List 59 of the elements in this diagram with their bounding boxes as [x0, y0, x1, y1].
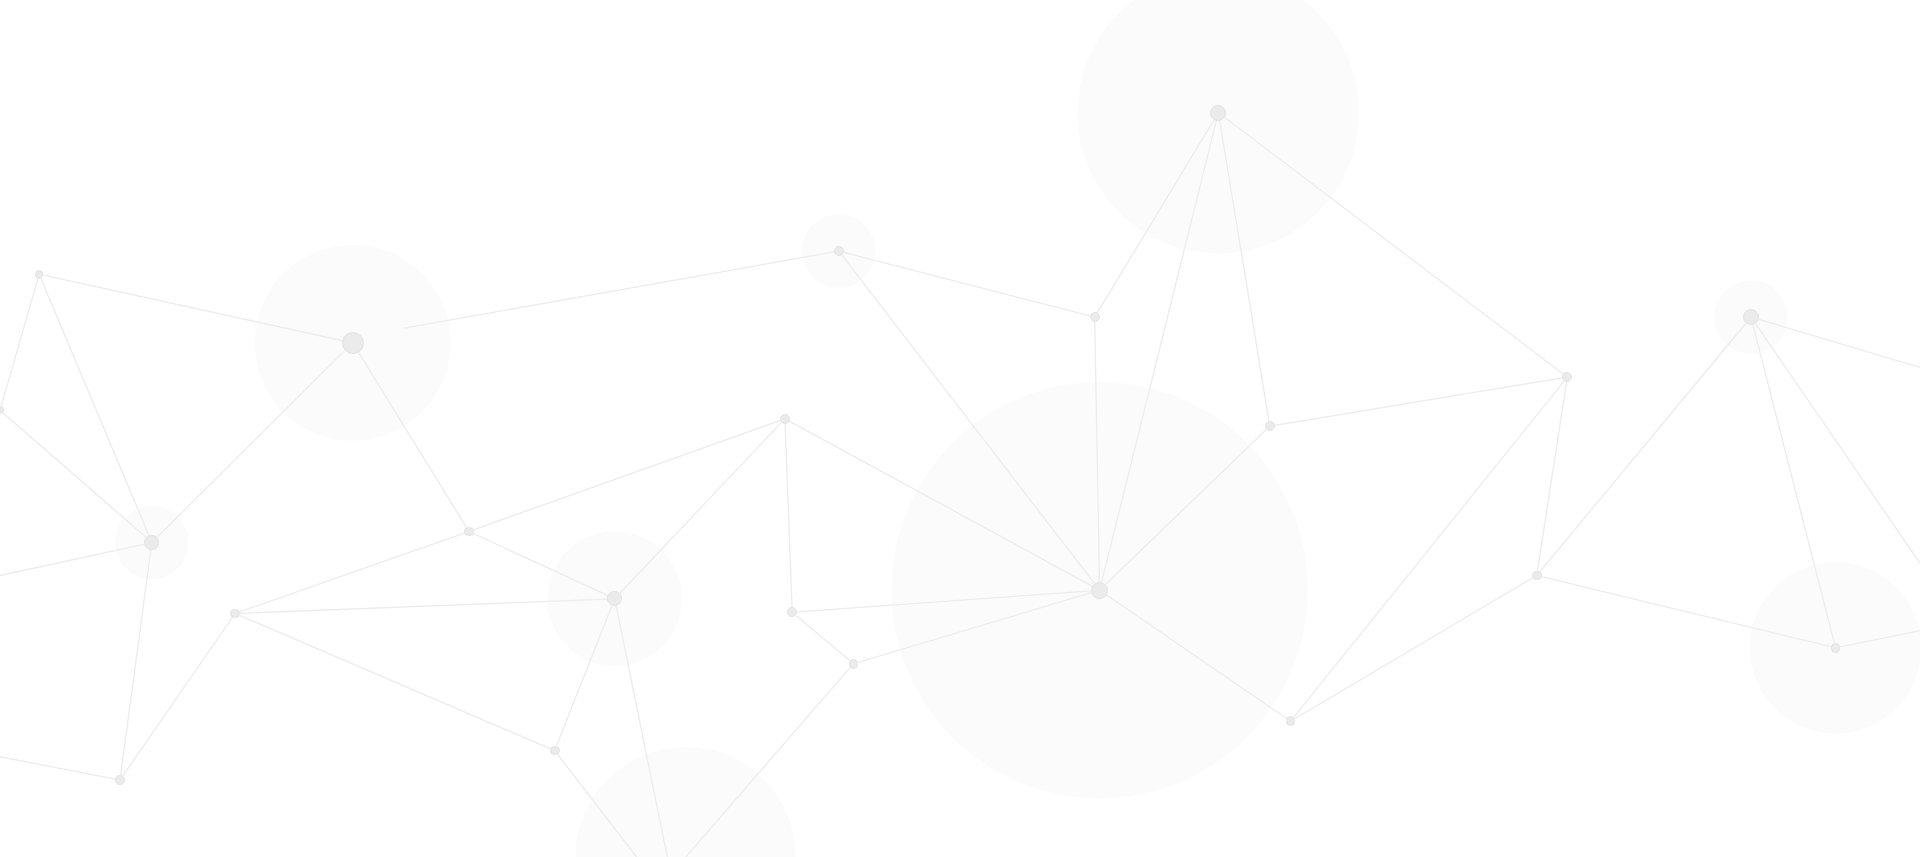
connector-line	[42, 274, 343, 342]
connector-line	[403, 251, 835, 329]
connector-line	[156, 350, 346, 538]
connector-line	[357, 351, 468, 528]
network-dot	[1264, 421, 1275, 431]
connector-line	[472, 419, 781, 531]
connector-line	[1101, 119, 1218, 583]
connector-line	[1106, 594, 1288, 720]
connector-line	[239, 598, 608, 614]
connector-line	[796, 590, 1092, 613]
connector-line	[795, 614, 851, 662]
connector-line	[557, 753, 638, 857]
connector-line	[1758, 318, 1920, 368]
connector-line	[555, 604, 613, 747]
network-dot	[1285, 716, 1296, 727]
connector-line	[2, 412, 147, 539]
connector-line	[1293, 380, 1565, 719]
connector-line	[120, 549, 152, 776]
connector-line	[1224, 116, 1565, 375]
connector-line	[0, 543, 146, 577]
connector-line	[1096, 118, 1215, 314]
connector-line	[0, 756, 116, 780]
connector-line	[1094, 321, 1101, 583]
network-dot	[848, 658, 859, 669]
connector-line	[472, 532, 609, 597]
connector-line	[685, 666, 851, 857]
network-dot	[1562, 372, 1573, 382]
network-dot	[549, 745, 560, 756]
connector-line	[122, 616, 233, 777]
network-dot	[1089, 312, 1100, 322]
connector-line	[1219, 119, 1270, 422]
connector-line	[1752, 324, 1835, 644]
connector-line	[238, 614, 551, 750]
connector-line	[0, 277, 39, 407]
connector-line	[239, 532, 465, 613]
connector-line	[857, 592, 1093, 663]
network-dot	[34, 270, 44, 279]
connector-line	[1539, 322, 1747, 573]
network-dot	[464, 526, 474, 537]
network-dot	[780, 413, 790, 424]
connector-line	[1294, 577, 1534, 720]
connector-line	[788, 420, 1093, 587]
connector-line	[1839, 629, 1920, 648]
connector-line	[1274, 377, 1564, 426]
connector-line	[1754, 323, 1920, 564]
connector-line	[1536, 381, 1568, 572]
network-dot	[230, 608, 240, 619]
network-dot	[115, 775, 125, 785]
connector-line	[784, 423, 793, 608]
connector-line	[619, 421, 783, 595]
connector-line	[842, 251, 1091, 317]
network-dot	[1531, 570, 1542, 581]
network-dot	[787, 607, 798, 618]
connector-line	[1105, 428, 1267, 585]
network-dot	[833, 246, 844, 256]
connector-line	[1540, 576, 1832, 648]
connector-line	[40, 277, 150, 537]
connector-line	[615, 605, 668, 857]
connector-line	[841, 254, 1095, 585]
